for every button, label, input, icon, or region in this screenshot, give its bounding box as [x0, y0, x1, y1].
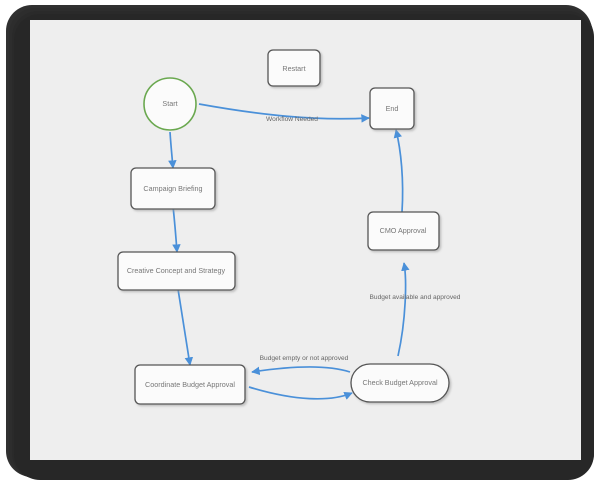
edge-label-budget-empty: Budget empty or not approved: [260, 355, 349, 362]
node-start[interactable]: Start: [143, 77, 197, 131]
node-creative-concept-label: Creative Concept and Strategy: [127, 266, 226, 275]
edge-check-to-coord: [251, 366, 351, 376]
workflow-diagram: Workflow Needed Budget empty or not appr…: [117, 49, 461, 405]
node-cmo-approval[interactable]: CMO Approval: [367, 211, 440, 251]
node-campaign-briefing-label: Campaign Briefing: [143, 184, 202, 193]
node-coordinate-budget-approval-shape[interactable]: [134, 364, 246, 405]
node-layer: Restart Start End Campaign Briefing: [117, 49, 450, 405]
node-coordinate-budget-approval-label: Coordinate Budget Approval: [145, 380, 235, 389]
node-end[interactable]: End: [369, 87, 415, 130]
edge-creative-to-coord: [177, 288, 194, 366]
node-restart[interactable]: Restart: [267, 49, 321, 87]
node-end-label: End: [386, 104, 399, 113]
edge-label-workflow-needed: Workflow Needed: [266, 116, 318, 123]
edge-check-to-cmo: [397, 262, 410, 357]
node-check-budget-approval[interactable]: Check Budget Approval: [350, 363, 450, 403]
node-cmo-approval-label: CMO Approval: [380, 226, 427, 235]
edge-briefing-to-creative: [172, 205, 181, 253]
edge-coord-to-check: [248, 386, 353, 400]
edge-start-to-briefing: [168, 131, 177, 169]
edge-label-budget-available: Budget available and approved: [370, 294, 461, 301]
node-restart-shape[interactable]: [267, 49, 321, 87]
node-start-label: Start: [162, 99, 177, 108]
node-check-budget-approval-shape[interactable]: [350, 363, 450, 403]
edge-layer: Workflow Needed Budget empty or not appr…: [168, 103, 461, 400]
node-restart-label: Restart: [282, 64, 305, 73]
diagram-canvas[interactable]: Workflow Needed Budget empty or not appr…: [30, 20, 581, 460]
node-check-budget-approval-label: Check Budget Approval: [362, 378, 438, 387]
edge-start-to-end: [198, 103, 370, 123]
node-creative-concept-shape[interactable]: [117, 251, 236, 291]
node-cmo-approval-shape[interactable]: [367, 211, 440, 251]
node-start-shape[interactable]: [143, 77, 197, 131]
node-campaign-briefing[interactable]: Campaign Briefing: [130, 167, 216, 210]
edge-cmo-to-end: [393, 129, 404, 213]
node-creative-concept[interactable]: Creative Concept and Strategy: [117, 251, 236, 291]
node-campaign-briefing-shape[interactable]: [130, 167, 216, 210]
node-coordinate-budget-approval[interactable]: Coordinate Budget Approval: [134, 364, 246, 405]
node-end-shape[interactable]: [369, 87, 415, 130]
